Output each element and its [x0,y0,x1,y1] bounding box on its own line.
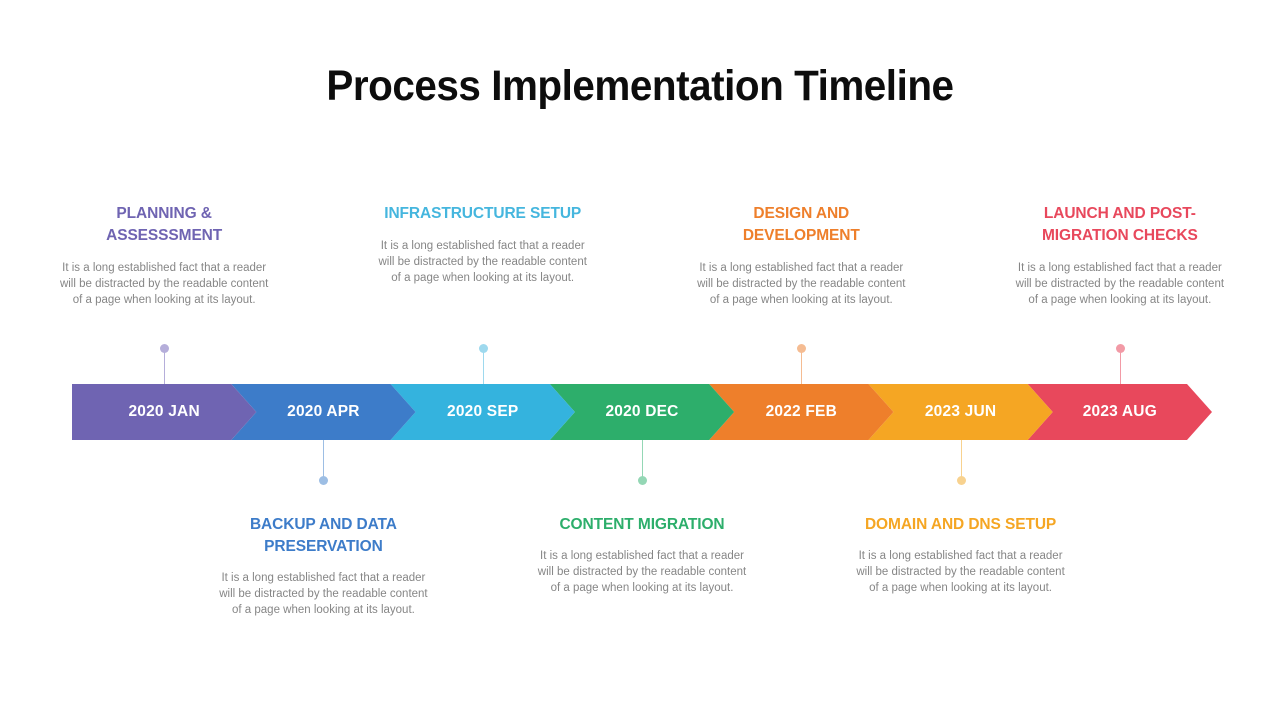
connector-line [1119,348,1121,384]
connector-line [801,348,803,384]
timeline-segment[interactable] [868,384,1053,440]
callout-body: It is a long established fact that a rea… [537,550,747,594]
connector-dot [797,344,807,353]
timeline-callout: DESIGN AND DEVELOPMENT It is a long estab… [696,203,906,308]
callout-body: It is a long established fact that a rea… [219,572,428,616]
callout-title: CONTENT MIGRATION [559,516,725,533]
connector-dot [160,344,170,353]
callout-body: It is a long established fact that a rea… [378,240,587,284]
callout-body: It is a long established fact that a rea… [856,550,1065,594]
timeline-connector [478,344,488,384]
timeline-segment-label: 2020 APR [287,403,360,420]
timeline-segment[interactable] [1027,384,1212,440]
timeline-segment-label: 2023 JUN [924,403,997,420]
page-title: Process Implementation Timeline [326,62,954,110]
timeline-segment[interactable] [390,384,575,440]
timeline-connector [956,440,966,485]
timeline-connector [797,344,807,384]
timeline-callout: BACKUP AND DATA PRESERVATION It is a long… [218,514,428,618]
callout-body: It is a long established fact that a rea… [59,262,269,306]
callout-title: INFRASTRUCTURE SETUP [384,205,582,222]
connector-line [482,348,484,384]
timeline-bar [72,384,1212,440]
connector-dot [319,476,329,485]
timeline-callout: DOMAIN AND DNS SETUP It is a long establi… [856,514,1066,596]
connector-dot [1115,344,1125,353]
timeline-segment-label: 2020 JAN [128,403,200,420]
timeline-connector [319,440,329,485]
timeline-segment[interactable] [549,384,735,440]
callout-title: BACKUP AND DATA PRESERVATION [249,516,397,555]
timeline-connector [1115,344,1125,384]
timeline-callout: LAUNCH AND POST-MIGRATION CHECKS It is a … [1015,203,1225,308]
timeline-connector [638,440,647,485]
timeline-segment-label: 2020 DEC [605,403,679,420]
timeline-segment-label: 2022 FEB [765,403,837,420]
connector-line [164,348,166,384]
connector-line [642,440,643,481]
callout-body: It is a long established fact that a rea… [1015,262,1225,306]
timeline-segment-label: 2023 AUG [1082,403,1157,420]
callout-body: It is a long established fact that a rea… [697,262,906,306]
callout-title: LAUNCH AND POST-MIGRATION CHECKS [1041,205,1198,244]
timeline-chevrons [72,384,1212,440]
connector-dot [956,476,966,485]
timeline-connector [160,344,170,384]
timeline-segment[interactable] [231,384,416,440]
connector-line [323,440,325,481]
timeline-segment[interactable] [709,384,894,440]
timeline-segment-label: 2020 SEP [447,403,519,420]
timeline-callout: INFRASTRUCTURE SETUP It is a long establi… [378,203,588,286]
timeline-callout: CONTENT MIGRATION It is a long establishe… [537,514,747,596]
connector-dot [638,476,647,485]
connector-dot [478,344,488,353]
callout-title: PLANNING & ASSESSSMENT [106,205,223,244]
callout-title: DOMAIN AND DNS SETUP [864,516,1057,533]
connector-line [960,440,962,481]
timeline-segment[interactable] [72,384,257,440]
callout-title: DESIGN AND DEVELOPMENT [742,205,860,244]
timeline-callout: PLANNING & ASSESSSMENT It is a long estab… [59,203,269,308]
